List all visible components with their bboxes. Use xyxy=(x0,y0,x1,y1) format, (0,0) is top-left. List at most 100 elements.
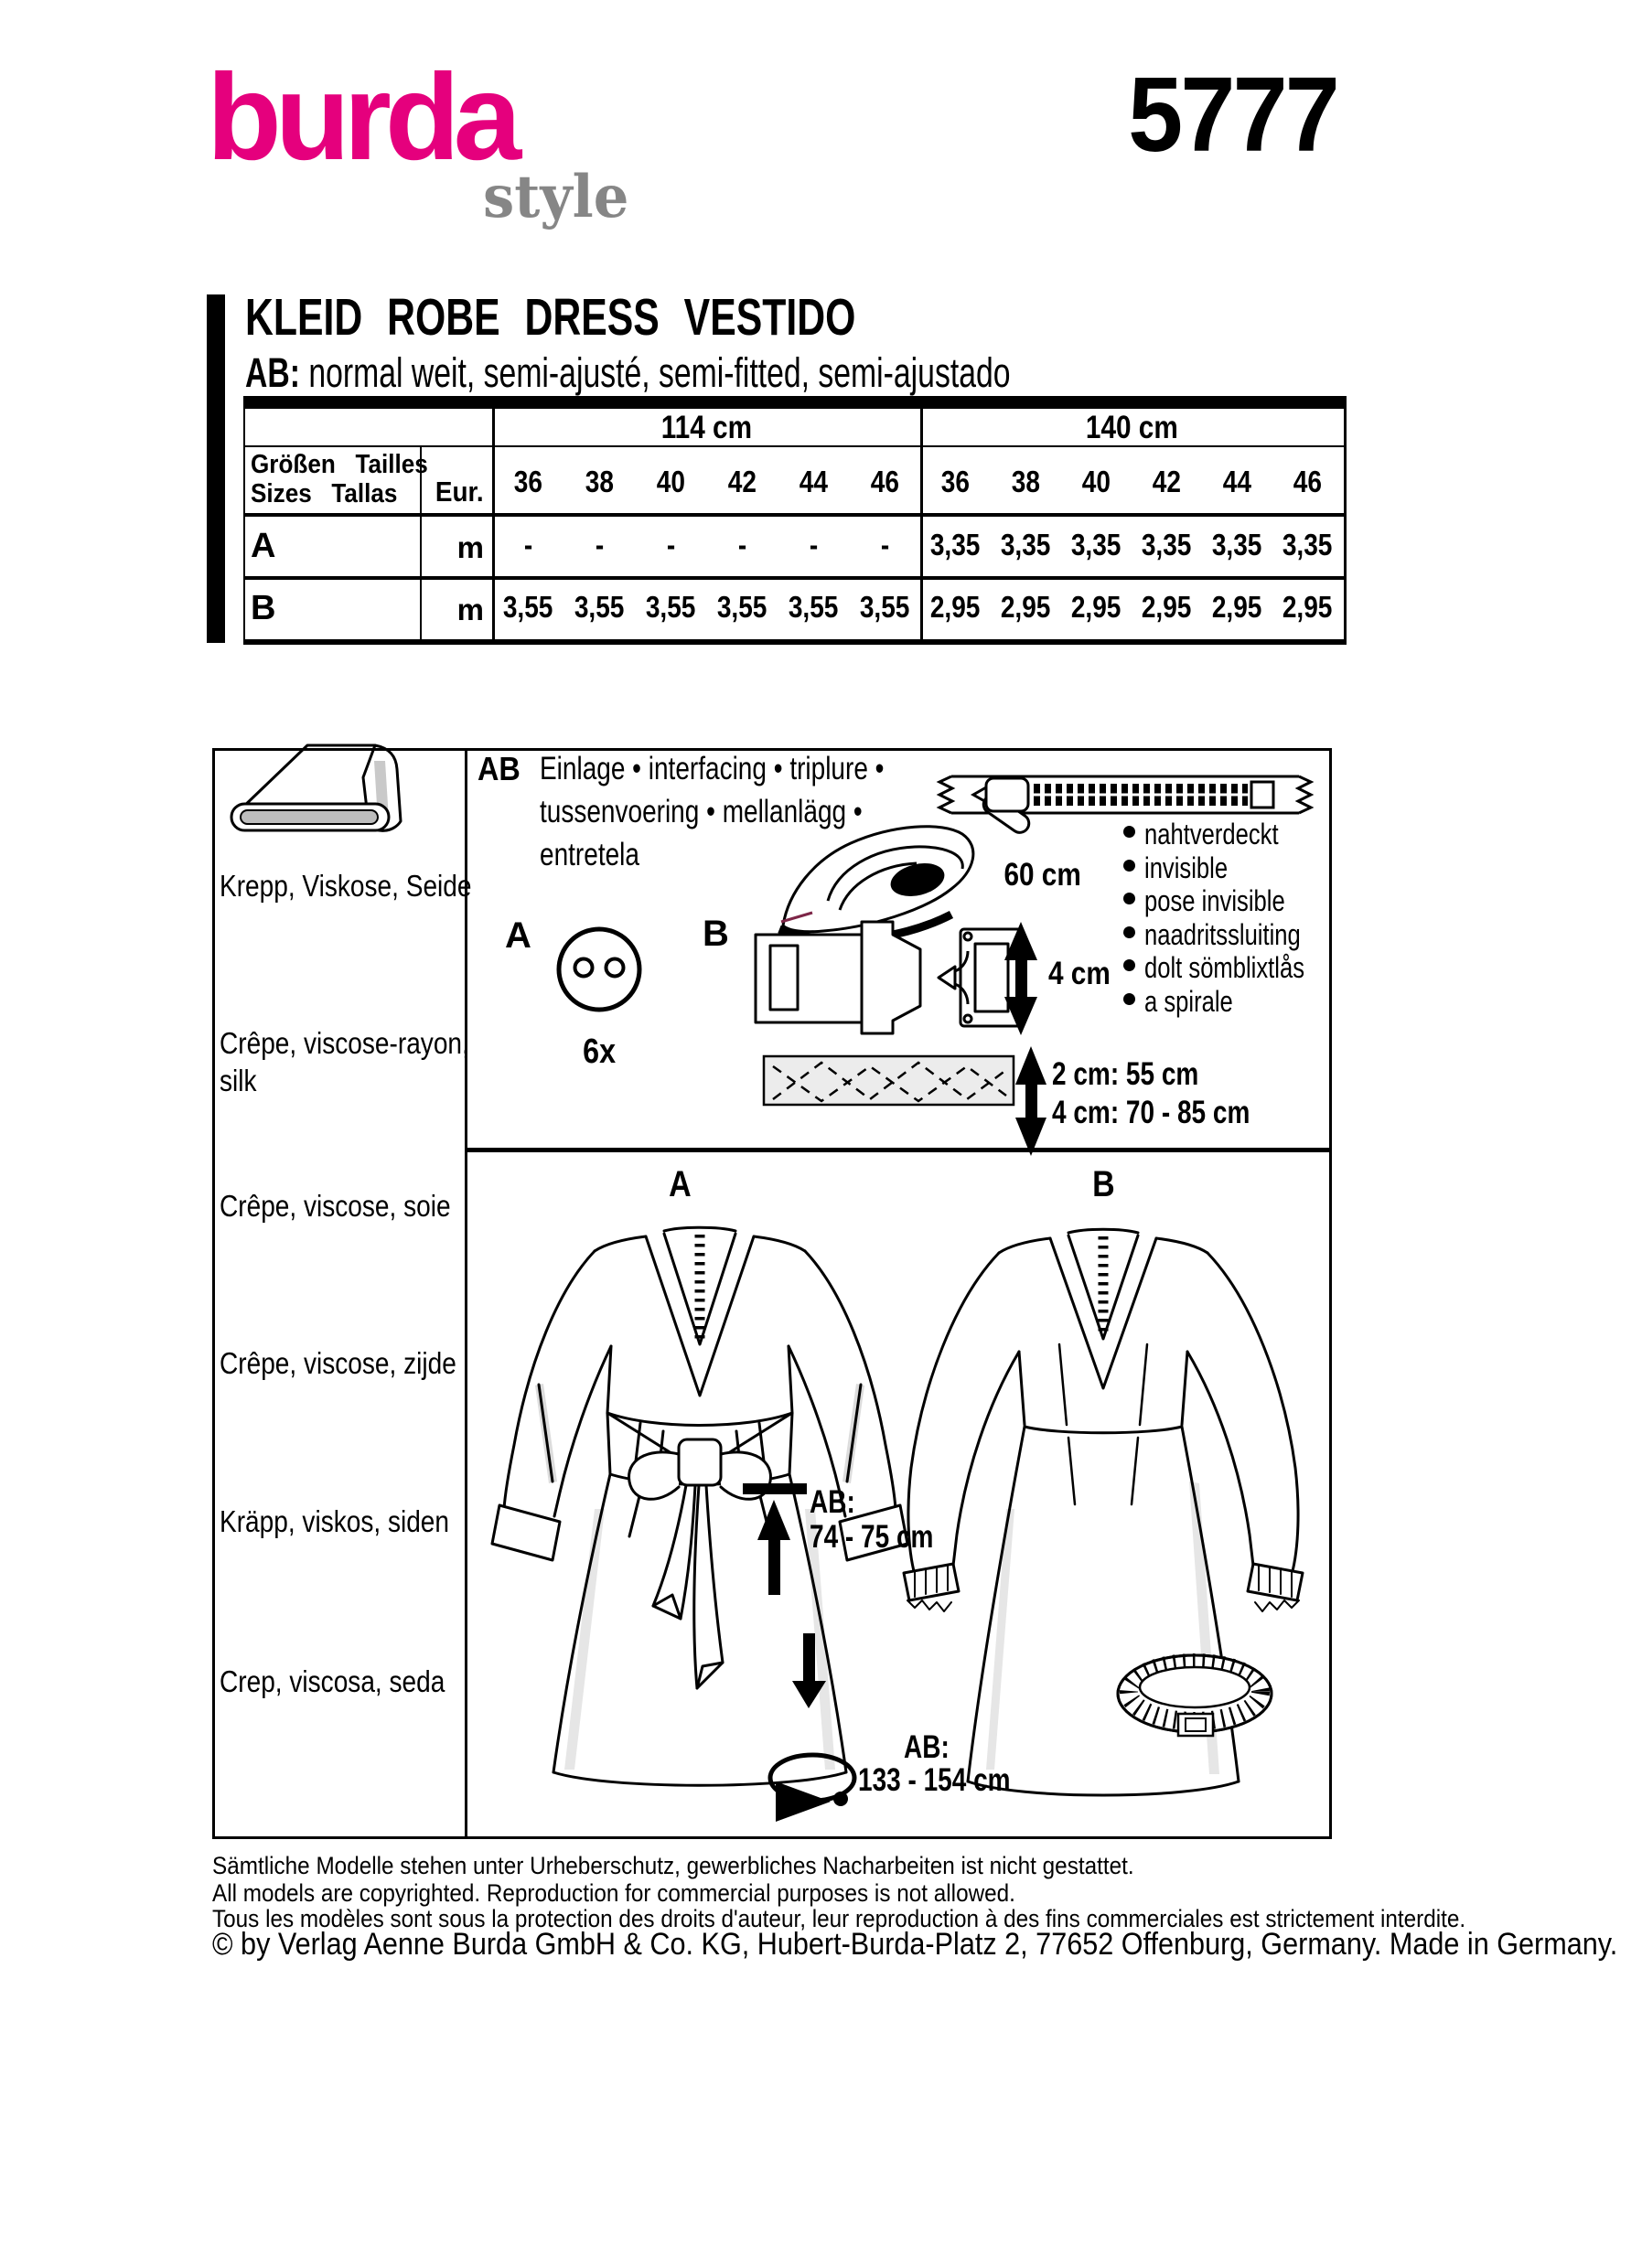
yardage-cell: - xyxy=(880,528,889,562)
size-col: 44 xyxy=(1222,465,1252,498)
yardage-cell: - xyxy=(809,528,818,562)
size-col: 44 xyxy=(799,465,828,498)
button-icon xyxy=(556,926,642,1012)
notions-drawings-divider xyxy=(467,1148,1332,1152)
copyright-line-en: All models are copyrighted. Reproduction… xyxy=(212,1879,1015,1907)
burda-style-logo-suffix: style xyxy=(483,163,629,231)
fabric-item-en: Crêpe, viscose-rayon,silk xyxy=(220,1026,469,1097)
eur-header: Eur. xyxy=(435,476,484,508)
yardage-cell: - xyxy=(666,528,675,562)
skirt-length-prefix: AB: xyxy=(810,1484,855,1520)
size-col: 38 xyxy=(585,465,614,498)
size-col: 42 xyxy=(727,465,757,498)
view-b-row-label: B xyxy=(251,589,276,627)
size-col: 40 xyxy=(656,465,685,498)
yardage-cell: 2,95 xyxy=(1142,590,1192,624)
zipper-type-item: invisible xyxy=(1123,851,1345,885)
view-a-row-label: A xyxy=(251,527,276,565)
yardage-cell: 3,35 xyxy=(930,528,981,562)
bullet-icon xyxy=(1123,959,1135,971)
fabric-bolt-icon xyxy=(230,744,402,832)
button-count: 6x xyxy=(583,1032,616,1071)
elastic-width-arrow xyxy=(1015,1046,1046,1156)
view-a-drawing-label: A xyxy=(668,1163,692,1204)
bullet-icon xyxy=(1123,992,1135,1005)
yardage-cell: 2,95 xyxy=(1071,590,1121,624)
yardage-cell: 3,55 xyxy=(859,590,910,624)
fit-text: normal weit, semi-ajusté, semi-fitted, s… xyxy=(299,349,1011,396)
yardage-cell: 3,35 xyxy=(1001,528,1051,562)
fabric-item-sv: Kräpp, viskos, siden xyxy=(220,1504,450,1538)
table-top-bar xyxy=(243,396,1347,409)
zipper-type-item: nahtverdeckt xyxy=(1123,818,1345,851)
zipper-type-item: pose invisible xyxy=(1123,884,1345,918)
zipper-icon xyxy=(936,775,1315,834)
yardage-cell: 3,35 xyxy=(1212,528,1262,562)
size-col: 36 xyxy=(513,465,542,498)
buckle-icon xyxy=(754,920,1025,1035)
publisher-copyright-line: © by Verlag Aenne Burda GmbH & Co. KG, H… xyxy=(212,1927,1618,1962)
garment-title: KLEID ROBE DRESS VESTIDO xyxy=(245,288,856,347)
yardage-cell: 2,95 xyxy=(1282,590,1333,624)
unit-m: m xyxy=(456,530,484,564)
zipper-type-item: a spirale xyxy=(1123,985,1345,1019)
fabric-item-fr: Crêpe, viscose, soie xyxy=(220,1189,451,1223)
dress-b-drawing xyxy=(902,1227,1304,1797)
skirt-length-value: 74 - 75 cm xyxy=(810,1519,934,1555)
fit-description: AB: normal weit, semi-ajusté, semi-fitte… xyxy=(245,349,1265,397)
fabric-width-header-114: 114 cm xyxy=(660,409,752,445)
iron-icon xyxy=(778,825,975,945)
yardage-cell: 2,95 xyxy=(1212,590,1262,624)
fabric-item-es: Crep, viscosa, seda xyxy=(220,1664,445,1698)
elastic-band-icon xyxy=(762,1054,1015,1107)
yardage-cell: 3,35 xyxy=(1071,528,1121,562)
fabric-item-de: Krepp, Viskose, Seide xyxy=(220,869,472,903)
zipper-length-label: 60 cm xyxy=(1003,857,1082,893)
size-col: 38 xyxy=(1011,465,1041,498)
size-col: 46 xyxy=(1293,465,1323,498)
elastic-option-2: 4 cm: 70 - 85 cm xyxy=(1052,1095,1250,1130)
view-b-drawing-label: B xyxy=(1091,1163,1115,1204)
unit-m: m xyxy=(456,593,484,626)
fabric-column-divider xyxy=(465,748,467,1839)
elastic-belt-icon xyxy=(1116,1653,1273,1738)
yardage-cell: - xyxy=(595,528,604,562)
hem-measure-prefix: AB: xyxy=(904,1729,950,1765)
size-col: 46 xyxy=(870,465,899,498)
burda-logo: burda xyxy=(207,49,521,186)
buckle-width-label: 4 cm xyxy=(1048,956,1111,991)
fabric-width-header-140: 140 cm xyxy=(1086,409,1178,445)
buckle-view-label: B xyxy=(703,914,729,954)
yardage-cell: 3,55 xyxy=(574,590,625,624)
buckle-width-arrow xyxy=(1004,922,1037,1035)
hem-measure-value: 133 - 154 cm xyxy=(858,1762,1011,1798)
fabric-item-nl: Crêpe, viscose, zijde xyxy=(220,1346,456,1380)
button-view-label: A xyxy=(505,915,531,956)
yardage-cell: 3,55 xyxy=(645,590,696,624)
yardage-cell: - xyxy=(737,528,746,562)
yardage-cell: 3,35 xyxy=(1282,528,1333,562)
bullet-icon xyxy=(1123,925,1135,938)
interfacing-line2: tussenvoering • mellanlägg • xyxy=(540,794,863,829)
copyright-line-fr: Tous les modèles sont sous la protection… xyxy=(212,1905,1466,1932)
interfacing-line1: Einlage • interfacing • triplure • xyxy=(540,751,885,786)
zipper-type-item: naadritssluiting xyxy=(1123,918,1345,952)
yardage-cell: 3,55 xyxy=(716,590,767,624)
elastic-option-1: 2 cm: 55 cm xyxy=(1052,1056,1199,1092)
interfacing-line3: entretela xyxy=(540,837,639,872)
bullet-icon xyxy=(1123,893,1135,904)
yardage-cell: - xyxy=(523,528,532,562)
interfacing-views-label: AB xyxy=(478,750,521,787)
zipper-type-list: nahtverdeckt invisible pose invisible na… xyxy=(1123,818,1345,1018)
title-accent-bar xyxy=(207,294,225,643)
bullet-icon xyxy=(1123,859,1135,872)
yardage-cell: 3,35 xyxy=(1142,528,1192,562)
yardage-cell: 2,95 xyxy=(930,590,981,624)
sizes-header-line1: Größen Tailles xyxy=(251,450,428,479)
yardage-table: 114 cm 140 cm Größen Tailles Sizes Talla… xyxy=(243,396,1347,645)
fit-views-label: AB: xyxy=(245,349,300,396)
zipper-type-item: dolt sömblixtlås xyxy=(1123,951,1345,985)
copyright-line-de: Sämtliche Modelle stehen unter Urhebersc… xyxy=(212,1852,1134,1879)
sizes-header-line2: Sizes Tallas xyxy=(251,479,398,508)
